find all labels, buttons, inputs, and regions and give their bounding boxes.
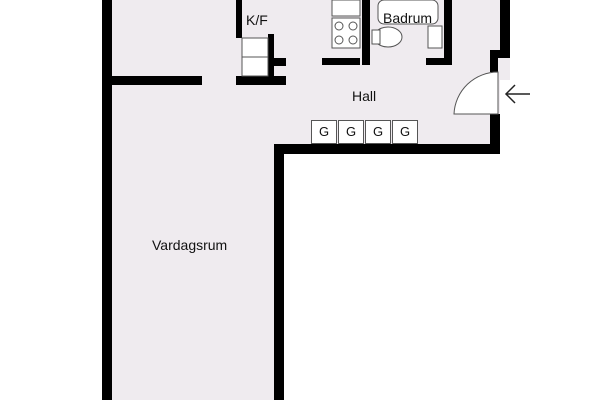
- wardrobe-3: G: [365, 120, 391, 144]
- doors: [453, 71, 499, 115]
- room-label-hall: Hall: [352, 88, 377, 104]
- entrance-arrow-icon: [504, 84, 530, 104]
- walls: [102, 0, 510, 400]
- wardrobe-1: G: [311, 120, 337, 144]
- wardrobe-4: G: [392, 120, 418, 144]
- kitchen-fixtures: [241, 0, 361, 77]
- room-label-bathroom: Badrum: [383, 10, 433, 26]
- floor: [110, 0, 510, 400]
- bathroom-fixtures: [371, 0, 443, 49]
- room-label-kitchen: K/F: [246, 12, 268, 28]
- wardrobe-2: G: [338, 120, 364, 144]
- room-label-living: Vardagsrum: [152, 237, 228, 253]
